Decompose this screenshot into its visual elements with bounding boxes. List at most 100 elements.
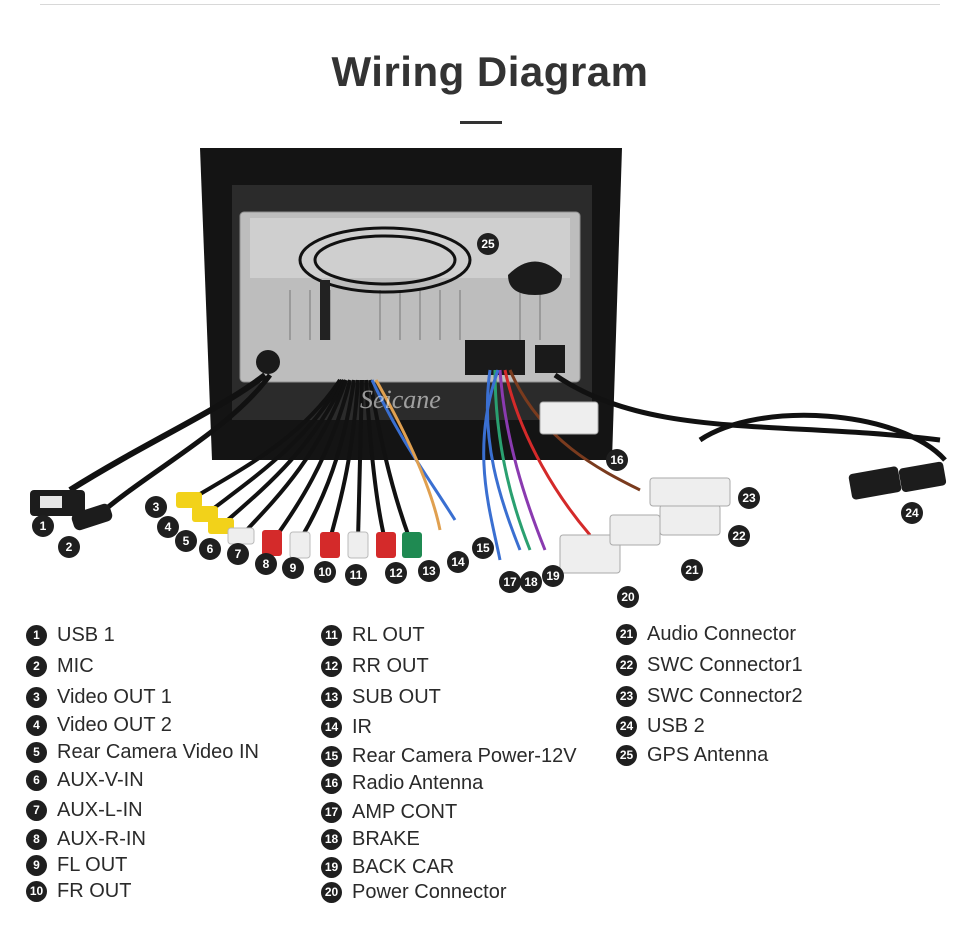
- power-connector: [559, 534, 621, 574]
- callout-14: 14: [447, 551, 469, 573]
- callout-17: 17: [499, 571, 521, 593]
- legend-badge: 18: [321, 828, 342, 850]
- callout-20: 20: [617, 586, 639, 608]
- legend-label: SWC Connector1: [647, 653, 803, 676]
- legend-item-gps-antenna: 25 GPS Antenna: [616, 742, 768, 768]
- legend-badge: 17: [321, 801, 342, 823]
- gps-antenna-puck: [508, 261, 562, 295]
- callout-10: 10: [314, 561, 336, 583]
- legend-item-back-car: 19 BACK CAR: [321, 854, 454, 880]
- callout-23: 23: [738, 487, 760, 509]
- legend-item-video-out-1: 3 Video OUT 1: [26, 684, 172, 710]
- top-divider-line: [40, 4, 940, 5]
- legend-badge: 23: [616, 685, 637, 707]
- legend-label: BRAKE: [352, 827, 420, 850]
- legend-badge: 15: [321, 745, 342, 767]
- callout-13: 13: [418, 560, 440, 582]
- title-underline: [460, 121, 502, 124]
- legend-item-rr-out: 12 RR OUT: [321, 653, 429, 679]
- legend-label: Rear Camera Video IN: [57, 740, 259, 763]
- legend-badge: 7: [26, 799, 47, 821]
- legend-item-fr-out: 10 FR OUT: [26, 878, 131, 904]
- callout-16: 16: [606, 449, 628, 471]
- legend-label: Radio Antenna: [352, 771, 484, 794]
- legend-badge: 25: [616, 744, 637, 766]
- rca-cable-bundle: [188, 378, 412, 542]
- usb2-plug-a: [848, 466, 902, 500]
- sub-wire: [374, 379, 442, 531]
- legend-item-video-out-2: 4 Video OUT 2: [26, 712, 172, 738]
- legend-label: Video OUT 2: [57, 713, 172, 736]
- legend-badge: 19: [321, 856, 342, 878]
- legend-badge: 1: [26, 624, 47, 646]
- legend-label: Power Connector: [352, 880, 507, 903]
- legend-label: RL OUT: [352, 623, 425, 646]
- callout-8: 8: [255, 553, 277, 575]
- audio-connector: [609, 514, 661, 546]
- mic-plug: [71, 503, 113, 531]
- callout-18: 18: [520, 571, 542, 593]
- usb1-cable: [68, 372, 267, 493]
- usb2-plug-b: [898, 461, 947, 493]
- usb-port-block: [535, 345, 565, 373]
- legend-label: RR OUT: [352, 654, 429, 677]
- legend-item-swc-connector-2: 23 SWC Connector2: [616, 683, 803, 709]
- legend-item-rear-camera-video-in: 5 Rear Camera Video IN: [26, 739, 259, 765]
- gps-cable-coil: [298, 226, 472, 294]
- legend-badge: 12: [321, 655, 342, 677]
- legend-badge: 5: [26, 741, 47, 763]
- legend-badge: 10: [26, 880, 47, 902]
- legend-badge: 3: [26, 686, 47, 708]
- legend-label: AUX-R-IN: [57, 827, 146, 850]
- callout-24: 24: [901, 502, 923, 524]
- wiring-illustration: Seicane: [30, 148, 947, 574]
- legend-label: SWC Connector2: [647, 684, 803, 707]
- callout-1: 1: [32, 515, 54, 537]
- legend-label: MIC: [57, 654, 94, 677]
- callout-9: 9: [282, 557, 304, 579]
- callout-6: 6: [199, 538, 221, 560]
- legend-label: FL OUT: [57, 853, 128, 876]
- callout-5: 5: [175, 530, 197, 552]
- gps-cable-coil-inner: [313, 234, 457, 286]
- legend-label: USB 1: [57, 623, 115, 646]
- swc-connector-1: [659, 504, 721, 536]
- callout-21: 21: [681, 559, 703, 581]
- watermark: Seicane: [360, 385, 441, 414]
- legend-label: AUX-L-IN: [57, 798, 143, 821]
- mic-cable: [93, 373, 273, 520]
- rca-plugs: [176, 492, 422, 559]
- legend-badge: 4: [26, 714, 47, 736]
- legend-badge: 21: [616, 623, 637, 645]
- callout-7: 7: [227, 543, 249, 565]
- legend-label: GPS Antenna: [647, 743, 769, 766]
- callout-15: 15: [472, 537, 494, 559]
- callout-25: 25: [477, 233, 499, 255]
- callout-12: 12: [385, 562, 407, 584]
- usb1-plug-port: [40, 496, 62, 508]
- legend-label: USB 2: [647, 714, 705, 737]
- legend-label: FR OUT: [57, 879, 132, 902]
- callout-4: 4: [157, 516, 179, 538]
- legend-badge: 11: [321, 624, 342, 646]
- swc-connector-2: [649, 477, 731, 507]
- legend-item-usb1: 1 USB 1: [26, 622, 115, 648]
- rear-connector-block: [465, 340, 525, 375]
- legend-item-brake: 18 BRAKE: [321, 826, 420, 852]
- legend-badge: 13: [321, 686, 342, 708]
- mic-jack: [256, 350, 280, 374]
- callout-19: 19: [542, 565, 564, 587]
- legend-label: Video OUT 1: [57, 685, 172, 708]
- legend-badge: 20: [321, 881, 342, 903]
- legend-label: AUX-V-IN: [57, 768, 144, 791]
- legend-label: BACK CAR: [352, 855, 455, 878]
